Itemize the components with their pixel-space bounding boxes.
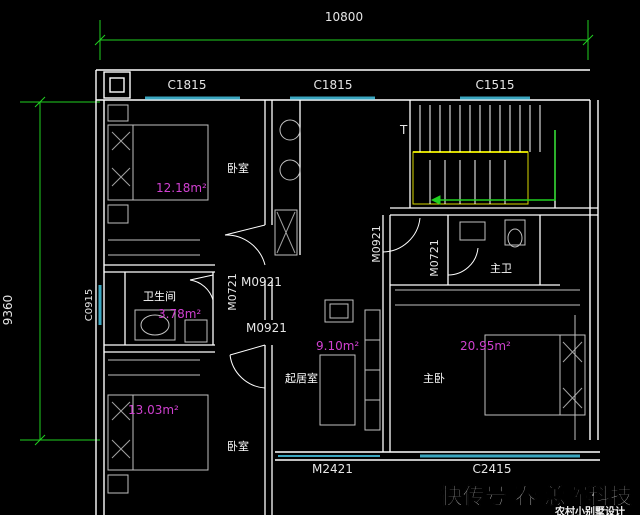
window-labels: C1815 C1815 C1515 C0915 C2415 [84, 78, 514, 476]
master-bed [395, 289, 586, 440]
dimension-lines [20, 20, 594, 446]
door-label-bedroom-top: M0921 [241, 275, 282, 289]
door-label-master: M0921 [370, 225, 383, 263]
room-area-master: 20.95m² [460, 339, 511, 353]
room-area-bedroom-2: 13.03m² [128, 403, 179, 417]
bed-top-left [107, 104, 209, 256]
bed-bottom-left [107, 359, 209, 494]
watermark-line-2: 农村小别墅设计 [554, 505, 625, 515]
window-label-top-right: C1515 [476, 78, 515, 92]
watermark-line-1: 快传号 春 恙晖科技 [441, 484, 633, 510]
stair-mark: T [399, 123, 408, 137]
overall-width-label: 10800 [325, 10, 363, 24]
room-name-master-bath: 主卫 [490, 262, 512, 275]
door-label-bedroom-bottom: M0921 [246, 321, 287, 335]
wardrobe-column [274, 119, 301, 256]
room-name-living: 起居室 [285, 371, 318, 385]
room-area-living: 9.10m² [316, 339, 359, 353]
interior-walls [104, 100, 598, 515]
door-swings [189, 215, 479, 389]
kitchen-fixtures [319, 299, 381, 431]
door-label-master-bath: M0721 [428, 239, 441, 277]
overall-depth-label: 9360 [1, 295, 15, 326]
bathroom-fixtures [134, 309, 208, 343]
room-name-bedroom-2: 卧室 [227, 439, 249, 453]
window-label-bottom-right: C2415 [473, 462, 512, 476]
room-name-master: 主卧 [423, 372, 445, 385]
watermark: 快传号 春 恙晖科技 农村小别墅设计 [440, 484, 633, 515]
staircase [412, 105, 556, 205]
room-name-bathroom: 卫生间 [143, 289, 176, 303]
room-name-bedroom-1: 卧室 [227, 161, 249, 175]
door-label-entrance: M2421 [312, 462, 353, 476]
exterior-walls [95, 69, 600, 515]
room-area-bedroom-1: 12.18m² [156, 181, 207, 195]
windows [98, 96, 580, 458]
room-area-bathroom: 3.78m² [158, 307, 201, 321]
door-label-bathroom: M0721 [226, 273, 239, 311]
window-label-top-left: C1815 [168, 78, 207, 92]
room-labels: 卧室 12.18m² 卫生间 3.78m² 卧室 13.03m² 起居室 9.1… [128, 161, 512, 453]
window-label-top-middle: C1815 [314, 78, 353, 92]
master-bath-fixtures [459, 219, 526, 248]
window-label-left-side: C0915 [84, 289, 95, 321]
